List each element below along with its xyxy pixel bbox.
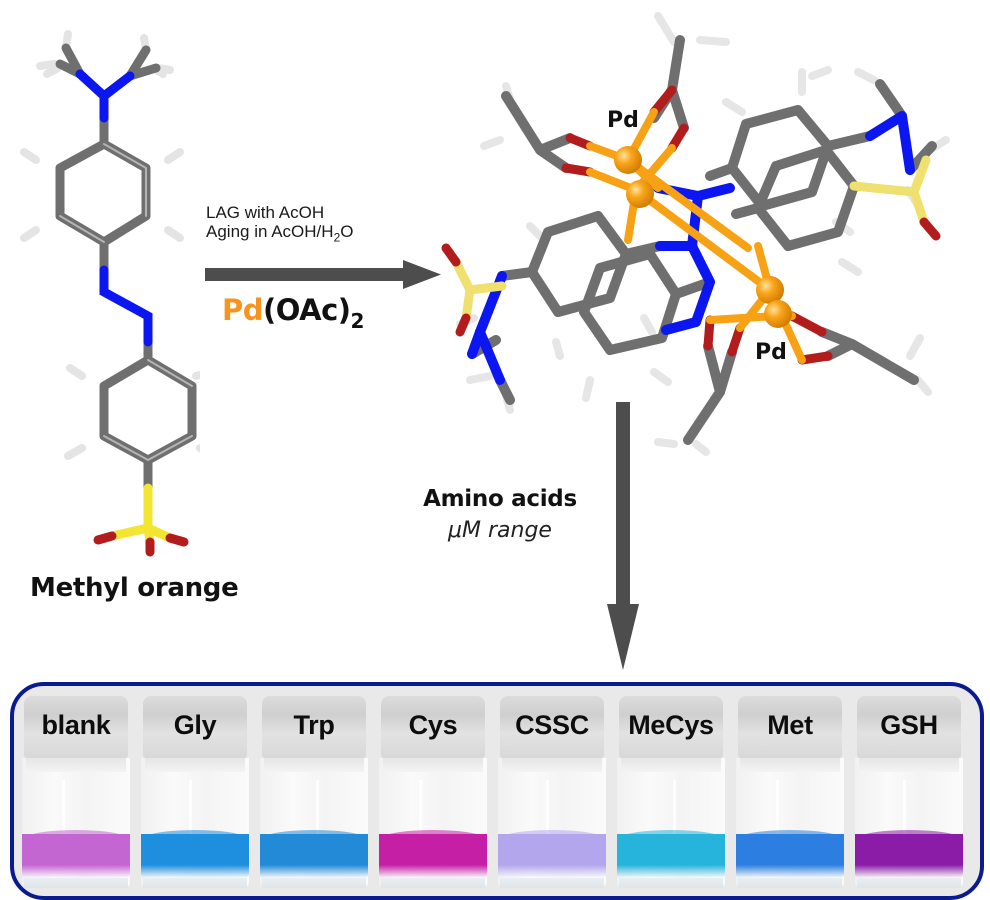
sulfonate-bonds <box>451 155 931 323</box>
condition-line-1: LAG with AcOH <box>206 203 325 222</box>
vial-cap: Met <box>738 696 842 758</box>
vial-label: Cys <box>408 710 458 740</box>
vial-base <box>24 878 128 888</box>
reagent-formula: Pd(OAc)2 <box>222 293 364 333</box>
nitrogen-bonds <box>75 69 153 347</box>
vial-cssc: CSSC <box>496 696 608 890</box>
glass-highlight <box>546 780 549 840</box>
reagent-metal: Pd <box>222 293 264 327</box>
vial-trp: Trp <box>258 696 370 890</box>
vial-solution <box>379 834 487 878</box>
vial-gsh: GSH <box>853 696 965 890</box>
vial-blank: blank <box>20 696 132 890</box>
vial-mecys: MeCys <box>615 696 727 890</box>
vial-solution <box>855 834 963 878</box>
vial-label: CSSC <box>515 710 589 740</box>
vial-label: GSH <box>880 710 938 740</box>
vial-base <box>381 878 485 888</box>
pd-atom <box>756 276 784 304</box>
vial-base <box>262 878 366 888</box>
reagent-ligand: (OAc) <box>263 293 351 327</box>
sulfonate-bonds <box>107 483 175 547</box>
glass-highlight <box>62 780 65 840</box>
hydrogen-atoms <box>20 30 200 460</box>
analyte-arrow <box>607 402 639 670</box>
vial-base <box>500 878 604 888</box>
vial-met: Met <box>734 696 846 890</box>
vial-base <box>143 878 247 888</box>
analyte-subtitle: μM range <box>448 518 552 543</box>
methyl-orange-structure <box>20 30 200 557</box>
vial-base <box>738 878 842 888</box>
vial-cys: Cys <box>377 696 489 890</box>
vial-solution <box>22 834 130 878</box>
nitrogen-bonds <box>467 111 915 385</box>
pd-atom <box>764 300 792 328</box>
vial-solution <box>498 834 606 878</box>
vial-neck <box>383 758 483 772</box>
glass-highlight <box>419 780 422 840</box>
vial-solution <box>617 834 725 878</box>
vial-cap: CSSC <box>500 696 604 758</box>
glass-highlight <box>316 780 319 840</box>
analyte-title: Amino acids <box>423 486 577 512</box>
vial-cap: blank <box>24 696 128 758</box>
pd-label-bottom: Pd <box>755 340 787 365</box>
condition-line-2: Aging in AcOH/H2O <box>206 222 354 245</box>
vial-label: Gly <box>173 710 217 740</box>
pd-atom <box>626 180 654 208</box>
vial-gly: Gly <box>139 696 251 890</box>
reaction-conditions: LAG with AcOH Aging in AcOH/H2O <box>206 203 353 247</box>
vial-panel: blank Gly Trp Cys CSSC MeCys Met GSH <box>10 682 984 900</box>
reaction-arrow <box>205 260 441 289</box>
carbon-bonds <box>55 43 197 493</box>
vial-cap: GSH <box>857 696 961 758</box>
vial-label: Met <box>767 710 813 740</box>
vial-base <box>619 878 723 888</box>
vial-label: Trp <box>293 710 335 740</box>
pd-atom <box>614 146 642 174</box>
vial-label: MeCys <box>628 710 714 740</box>
pd-complex-structure <box>441 12 950 456</box>
pd-label-top: Pd <box>607 108 639 133</box>
vial-neck <box>145 758 245 772</box>
vial-neck <box>502 758 602 772</box>
vial-neck <box>26 758 126 772</box>
vial-solution <box>736 834 844 878</box>
vial-solution <box>141 834 249 878</box>
vial-neck <box>621 758 721 772</box>
vial-cap: Cys <box>381 696 485 758</box>
glass-highlight <box>673 780 676 840</box>
vial-neck <box>740 758 840 772</box>
vial-cap: Trp <box>262 696 366 758</box>
glass-highlight <box>776 780 779 840</box>
hydrogen-atoms <box>456 12 950 456</box>
reactant-label: Methyl orange <box>30 573 239 603</box>
vial-label: blank <box>41 710 111 740</box>
vial-neck <box>859 758 959 772</box>
vial-cap: MeCys <box>619 696 723 758</box>
reagent-subscript: 2 <box>350 309 365 333</box>
vial-base <box>857 878 961 888</box>
vial-cap: Gly <box>143 696 247 758</box>
vial-solution <box>260 834 368 878</box>
glass-highlight <box>189 780 192 840</box>
vial-neck <box>264 758 364 772</box>
glass-highlight <box>903 780 906 840</box>
